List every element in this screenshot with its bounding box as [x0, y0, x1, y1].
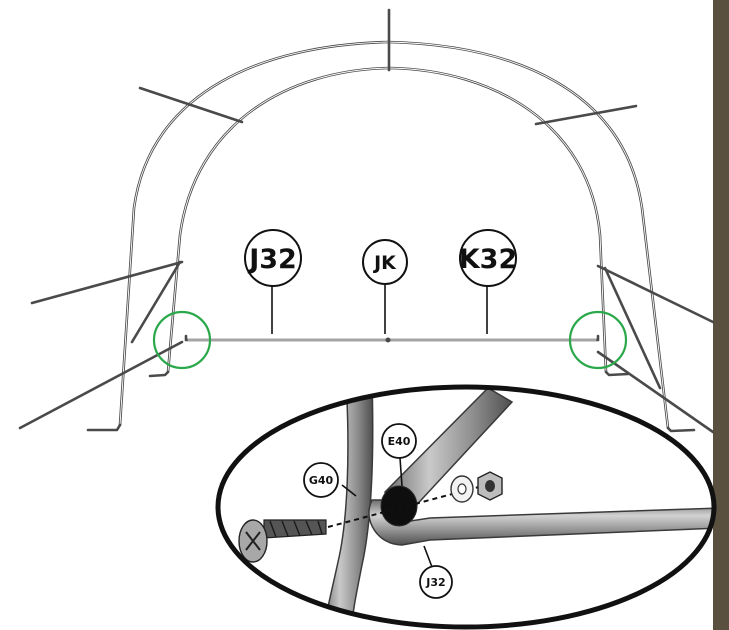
cross-bar-joint	[385, 337, 391, 343]
foot-right-inner	[604, 370, 630, 377]
outer-arch	[118, 40, 670, 430]
highlight-circle-right	[568, 310, 628, 370]
label-j32-detail-text: J32	[425, 576, 445, 589]
side-bar	[713, 0, 729, 630]
label-jk: JK	[362, 239, 408, 334]
frame-structure	[18, 8, 715, 434]
upper-bar-left	[138, 86, 244, 124]
side-bar-upper-right	[596, 264, 715, 324]
side-bar-lower-right	[596, 350, 715, 434]
side-bar-lower-left	[18, 340, 184, 430]
label-e40: E40	[381, 423, 417, 459]
tube-end	[380, 485, 418, 527]
label-j32-text: J32	[247, 244, 297, 275]
cross-bar	[184, 334, 600, 342]
brace-right	[603, 266, 662, 390]
foot-left-outer	[86, 423, 122, 432]
brace-left	[130, 260, 182, 344]
inner-arch	[166, 66, 608, 374]
foot-right-outer	[666, 426, 696, 433]
upper-bar-right	[534, 104, 638, 126]
foot-left-inner	[148, 370, 170, 378]
label-g40: G40	[303, 462, 339, 498]
upright-tube	[321, 387, 374, 627]
washer-icon	[450, 475, 474, 503]
bolt-icon	[238, 519, 327, 563]
label-k32-text: K32	[459, 244, 518, 275]
label-k32: K32	[459, 229, 518, 334]
side-bar-upper-left	[30, 260, 184, 305]
detail-view: E40 G40 J32	[215, 384, 717, 630]
label-e40-text: E40	[388, 435, 411, 448]
label-j32-detail: J32	[419, 565, 453, 599]
label-g40-text: G40	[309, 474, 334, 487]
label-jk-text: JK	[372, 252, 397, 274]
nut-icon	[477, 471, 503, 501]
label-j32: J32	[244, 229, 302, 334]
highlight-circle-left	[152, 310, 212, 370]
